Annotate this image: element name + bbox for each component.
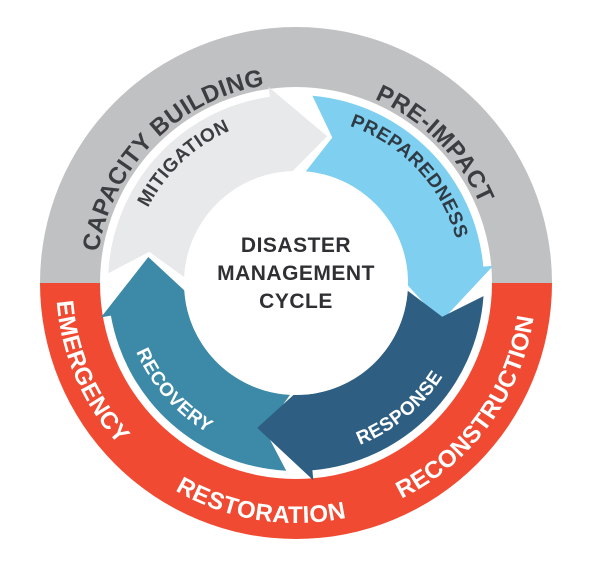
- preparedness-arrow: [305, 95, 494, 322]
- response-arrow: [257, 290, 484, 481]
- mitigation-arrow: [108, 86, 328, 278]
- center-title: DISASTER MANAGEMENT CYCLE: [217, 234, 375, 313]
- pre-impact-ring: [40, 27, 552, 283]
- phase-arrows: [101, 86, 494, 481]
- center-title-line-3: CYCLE: [259, 290, 333, 313]
- post-impact-ring: [40, 283, 552, 539]
- outer-ring: [40, 27, 552, 539]
- center-title-line-1: DISASTER: [241, 234, 351, 257]
- center-title-line-2: MANAGEMENT: [217, 262, 375, 285]
- recovery-arrow: [101, 257, 291, 471]
- center-disc: [184, 171, 408, 395]
